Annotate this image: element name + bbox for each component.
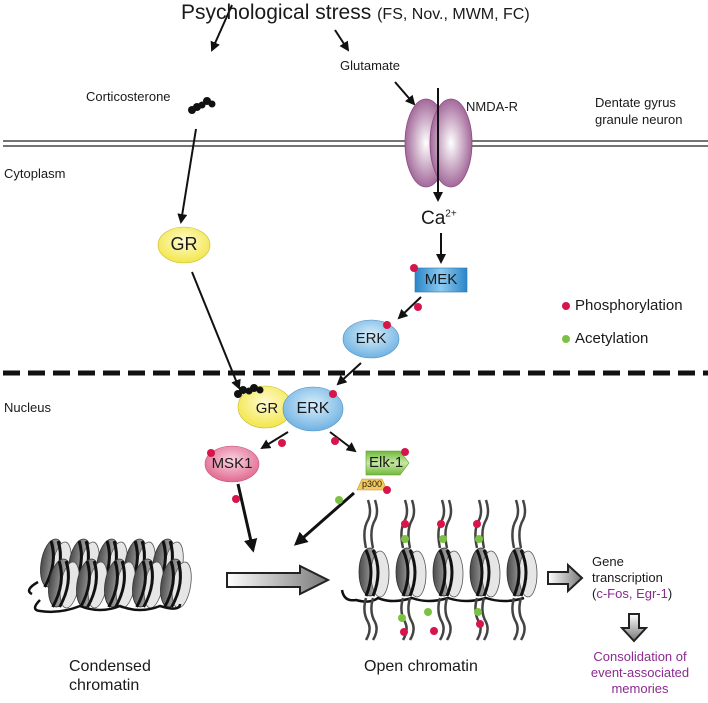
open-chromatin-label: Open chromatin xyxy=(364,658,478,675)
erk-node xyxy=(342,319,400,359)
memory-consolidation-line3: memories xyxy=(611,681,669,696)
arrow-glutamate-to-nmda xyxy=(394,81,416,106)
condensed-chromatin-label-line1: Condensed xyxy=(69,658,151,675)
phospho-dot xyxy=(207,449,215,457)
elk1-label: Elk-1 xyxy=(369,454,404,471)
arrow-stress-to-corticosterone xyxy=(210,4,233,52)
phospho-dot xyxy=(278,439,286,447)
legend-phosphorylation-dot xyxy=(562,302,570,310)
arrow-elk1-to-chromatin xyxy=(293,491,355,546)
mek-label: MEK xyxy=(424,271,458,288)
label-cell-type-line2: granule neuron xyxy=(595,112,683,127)
label-calcium: Ca2+ xyxy=(421,208,457,229)
arrow-erk-to-nucleus xyxy=(336,362,362,386)
to-memory-arrow xyxy=(619,613,649,643)
gr-label: GR xyxy=(170,234,198,254)
gene-transcription-line1: Gene xyxy=(592,554,624,569)
condensed-chromatin-label-line2: chromatin xyxy=(69,677,140,694)
histone-tails xyxy=(363,499,527,641)
arrow-erk-to-elk1 xyxy=(329,431,357,453)
arrow-erk-to-msk1 xyxy=(260,431,289,450)
bound-corticosterone-icon xyxy=(234,384,264,398)
nmda-receptor-icon xyxy=(404,98,473,188)
p300-label: p300 xyxy=(362,479,383,489)
cell-membrane xyxy=(3,140,708,147)
arrow-mek-to-erk xyxy=(397,296,422,320)
label-corticosterone: Corticosterone xyxy=(86,89,171,104)
gene-names: c-Fos, Egr-1 xyxy=(596,586,668,601)
histone-modification-dots xyxy=(398,520,484,636)
label-cytoplasm: Cytoplasm xyxy=(4,166,66,181)
arrow-stress-to-glutamate xyxy=(334,29,350,52)
msk1-node xyxy=(204,445,260,483)
label-nucleus: Nucleus xyxy=(4,400,51,415)
erk-label: ERK xyxy=(355,330,387,347)
condensed-to-open-arrow xyxy=(226,564,331,596)
acetyl-dot xyxy=(335,496,343,504)
calcium-charge: 2+ xyxy=(445,208,457,220)
gene-list: (c-Fos, Egr-1) xyxy=(592,586,673,601)
phospho-dot xyxy=(401,448,409,456)
erk-complex-label: ERK xyxy=(296,400,330,417)
p300-node xyxy=(356,478,388,491)
title-main: Psychological stress xyxy=(181,1,372,24)
legend-acetylation-dot xyxy=(562,335,570,343)
legend-acetylation-label: Acetylation xyxy=(575,330,649,347)
arrow-gr-to-nucleus xyxy=(191,271,241,390)
gr-node xyxy=(157,226,211,264)
label-nmda-receptor: NMDA-R xyxy=(466,99,518,114)
open-chromatin-icon xyxy=(340,546,539,603)
arrow-msk1-to-chromatin xyxy=(236,483,258,553)
corticosterone-molecule-icon xyxy=(188,97,216,114)
phospho-dot xyxy=(331,437,339,445)
msk1-label: MSK1 xyxy=(211,455,253,472)
to-transcription-arrow xyxy=(547,562,584,594)
phospho-dot xyxy=(414,303,422,311)
elk1-node xyxy=(365,450,410,476)
diagram-title: Psychological stress (FS, Nov., MWM, FC) xyxy=(181,1,530,25)
phospho-dot xyxy=(329,390,337,398)
phospho-dot xyxy=(410,264,418,272)
legend-phosphorylation-label: Phosphorylation xyxy=(575,297,683,314)
phospho-dot xyxy=(232,495,240,503)
mek-node xyxy=(414,267,468,293)
title-conditions: (FS, Nov., MWM, FC) xyxy=(377,6,530,23)
phospho-dot xyxy=(383,486,391,494)
memory-consolidation-line2: event-associated xyxy=(590,665,690,680)
memory-consolidation-line1: Consolidation of xyxy=(593,649,687,664)
phospho-dot xyxy=(383,321,391,329)
label-cell-type-line1: Dentate gyrus xyxy=(595,95,676,110)
label-glutamate: Glutamate xyxy=(340,58,400,73)
condensed-chromatin-icon xyxy=(27,537,196,614)
erk-complex-node xyxy=(282,386,344,432)
arrow-corticosterone-to-gr xyxy=(177,128,197,224)
gr-complex-label: GR xyxy=(255,400,279,417)
gene-transcription-line2: transcription xyxy=(592,570,663,585)
